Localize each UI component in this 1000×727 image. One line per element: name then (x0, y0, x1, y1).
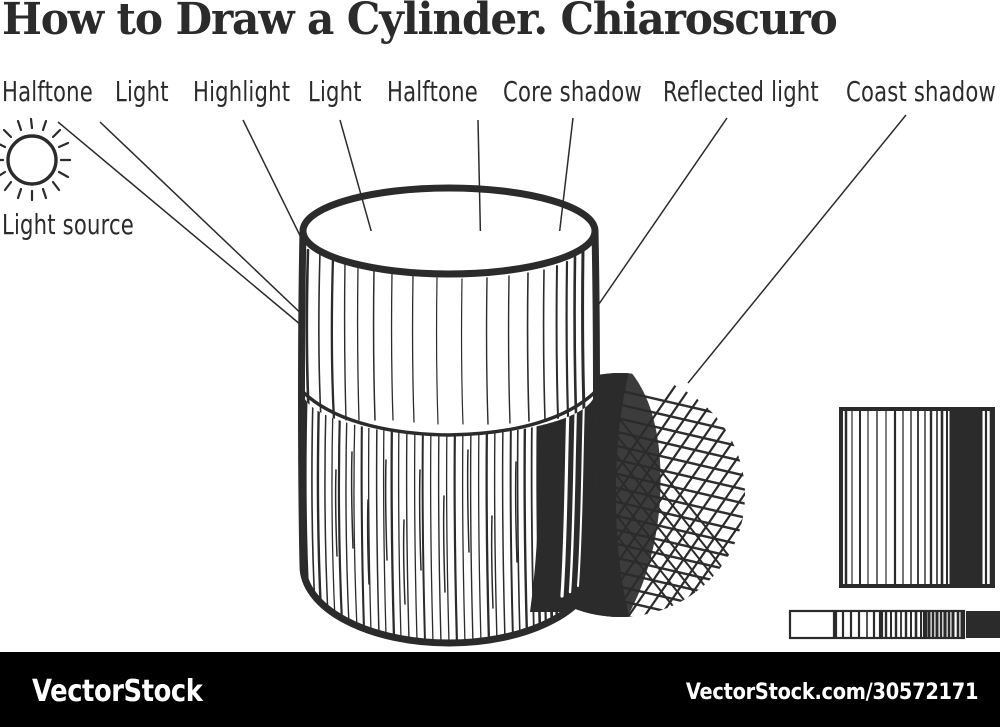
label-light-left: Light (115, 77, 169, 108)
value-scale-strip (788, 609, 1000, 640)
halftone-transition-line (301, 390, 597, 437)
label-reflected-light: Reflected light (663, 77, 819, 108)
gradient-value-square (839, 407, 995, 588)
leader-light-left (99, 121, 332, 343)
reflected-light-strip (560, 399, 585, 598)
label-core-shadow: Core shadow (503, 77, 642, 108)
label-highlight: Highlight (193, 77, 291, 108)
cylinder-top-rim (299, 184, 599, 278)
sun-icon (0, 117, 72, 202)
brand-wordmark: VectorStock (32, 674, 203, 709)
page-title: How to Draw a Cylinder. Chiaroscuro (2, 0, 838, 45)
stock-id-url: VectorStock.com/30572171 (685, 680, 979, 705)
label-halftone-right: Halftone (387, 77, 478, 108)
leader-halftone-left (57, 121, 314, 336)
leader-reflected-light (578, 117, 728, 334)
label-light-right: Light (308, 77, 362, 108)
vectorstock-footer: VectorStock VectorStock.com/30572171 (0, 652, 1000, 727)
label-light-source: Light source (2, 210, 135, 241)
leader-cast-shadow (687, 114, 907, 384)
label-halftone-left: Halftone (2, 77, 93, 108)
label-cast-shadow: Coast shadow (846, 77, 997, 108)
cylinder-body (298, 184, 600, 647)
